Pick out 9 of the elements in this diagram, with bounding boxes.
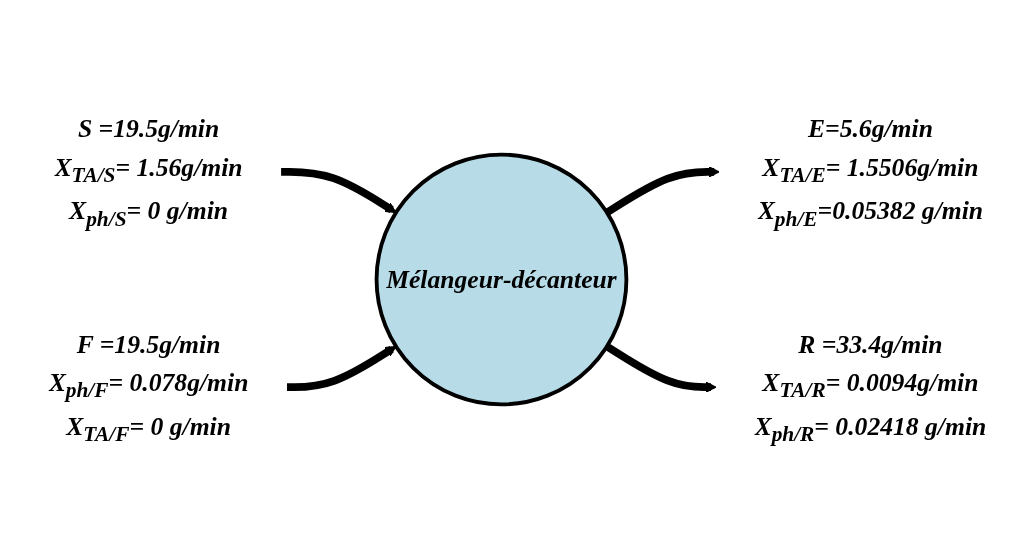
- arrow: [604, 166, 720, 216]
- node-circle: Mélangeur-décanteur: [374, 152, 629, 407]
- arrow: [281, 168, 397, 214]
- arrow: [286, 345, 397, 391]
- node-text: F =19.5g/min X$_{ph/F}$= 0.078g/min X$_{TA/F}$= 0 g/min: [48, 329, 249, 447]
- node-text: R =33.4g/min X$_{TA/R}$= 0.0094g/min X$_{ph/R}$= 0.02418 g/min: [754, 329, 987, 447]
- node-text: E=5.6g/min X$_{TA/E}$= 1.5506g/min X$_{ph/E}$=0.05382 g/min: [757, 114, 984, 231]
- node-text: S =19.5g/min X$_{TA/S}$= 1.56g/min X$_{ph/S}$= 0 g/min: [54, 114, 243, 231]
- arrow: [604, 343, 717, 393]
